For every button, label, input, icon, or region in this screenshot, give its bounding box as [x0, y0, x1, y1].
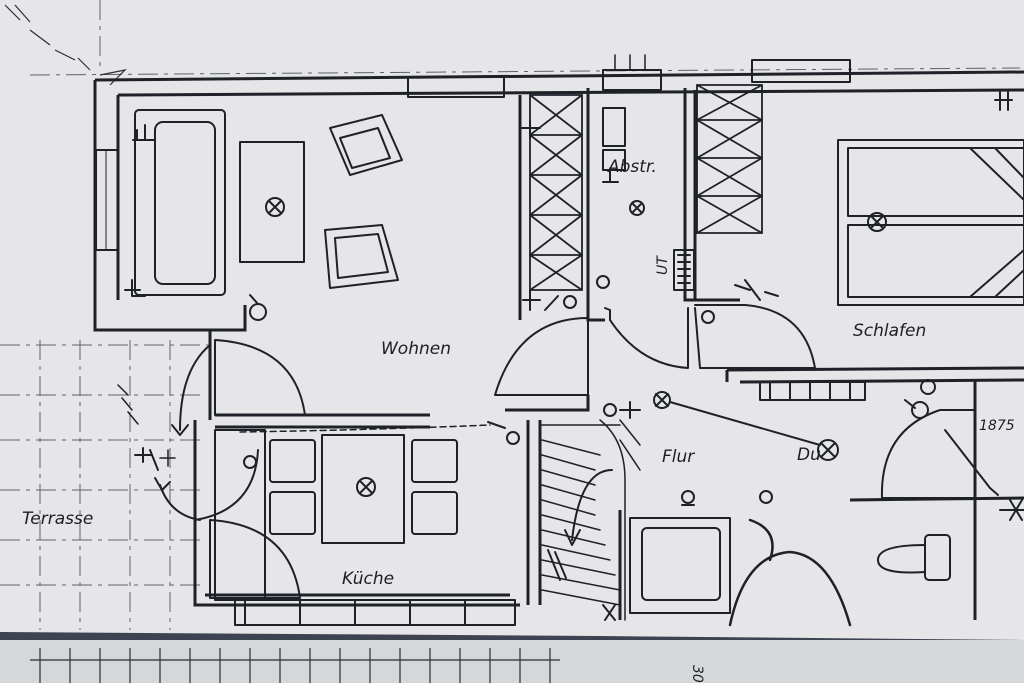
socket-symbols-kitchen — [134, 421, 520, 471]
dimension-label-30: 30 — [689, 665, 705, 683]
room-label-kitchen: Küche — [342, 569, 394, 589]
dining-table — [269, 434, 458, 544]
room-label-storage: Abstr. — [607, 157, 657, 177]
kitchen-dashed-arc — [239, 424, 491, 433]
armchair-bottom — [324, 224, 399, 289]
shelf-right — [696, 84, 763, 234]
door-living — [494, 317, 589, 396]
lower-sheet-ticks — [30, 648, 560, 683]
door-storage — [604, 307, 689, 369]
room-label-terrace: Terrasse — [22, 509, 93, 529]
room-label-bedroom: Schlafen — [853, 321, 926, 341]
terrace-handwriting — [117, 384, 176, 467]
ceiling-light-bedroom — [867, 212, 887, 232]
room-label-shower: Du — [797, 445, 821, 465]
grid-lines — [0, 0, 1021, 630]
dimension-label-1875: 1875 — [979, 418, 1015, 434]
staircase — [541, 419, 641, 621]
ceiling-light-storage — [629, 200, 645, 216]
ceiling-light-living — [265, 197, 285, 217]
shower-fixtures — [759, 379, 1024, 521]
bathtub — [629, 517, 731, 614]
armchair-top — [329, 114, 403, 176]
bathroom-curve — [728, 518, 852, 627]
door-bedroom — [694, 304, 816, 369]
socket-symbols-bedroom — [701, 91, 1013, 324]
door-terrace — [171, 339, 306, 436]
exterior-walls — [93, 70, 1024, 607]
socket-symbols-living — [124, 124, 267, 321]
bed — [837, 139, 1024, 306]
ut-label: UT — [655, 255, 671, 275]
coffee-table — [239, 141, 305, 263]
sofa — [134, 109, 226, 296]
sink-symbols — [681, 490, 773, 506]
heating-unit — [602, 107, 626, 183]
room-label-living: Wohnen — [381, 339, 451, 359]
ut-box — [673, 249, 695, 291]
lower-sheet — [0, 640, 1024, 683]
room-label-hallway: Flur — [662, 447, 695, 467]
paper-sheet — [0, 0, 1024, 640]
socket-symbols-storage — [521, 119, 610, 311]
ceiling-light-kitchen — [356, 477, 376, 497]
hallway-light-switch — [603, 391, 839, 461]
left-window — [95, 149, 119, 251]
door-shower — [880, 409, 976, 499]
kitchen-counter — [214, 429, 516, 626]
top-windows — [407, 54, 851, 98]
toilet — [877, 534, 951, 581]
shelf-left — [529, 94, 583, 291]
interior-walls — [215, 88, 1024, 620]
